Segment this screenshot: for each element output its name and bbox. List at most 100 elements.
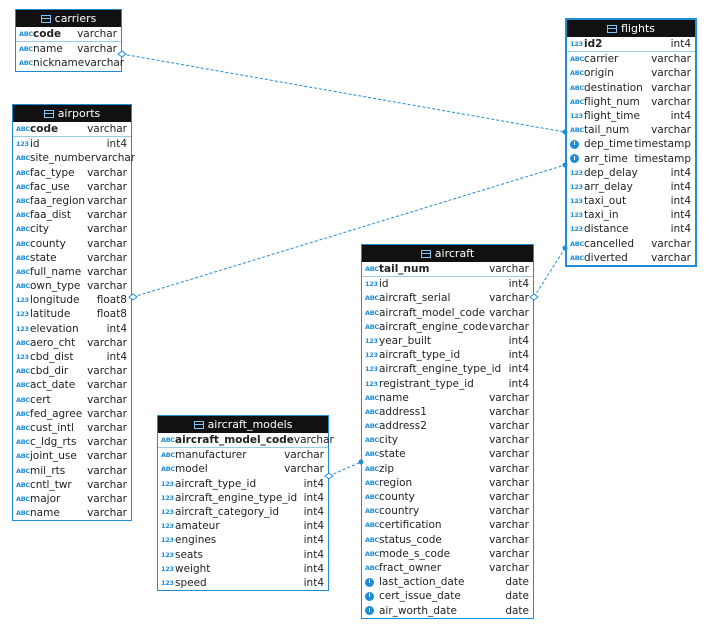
column-name: cbd_dist <box>30 351 74 363</box>
column-name: status_code <box>379 533 442 546</box>
numeric-type-icon: 123 <box>161 578 174 587</box>
table-header[interactable]: aircraft_models <box>158 416 328 433</box>
table-header[interactable]: aircraft <box>362 245 533 262</box>
column-name: tail_num <box>584 124 630 137</box>
table-header[interactable]: flights <box>567 20 695 37</box>
table-header[interactable]: carriers <box>16 10 121 27</box>
clock-icon <box>570 154 579 164</box>
table-header[interactable]: airports <box>13 105 131 122</box>
column-name: id <box>30 138 40 151</box>
column-type: varchar <box>489 491 529 503</box>
